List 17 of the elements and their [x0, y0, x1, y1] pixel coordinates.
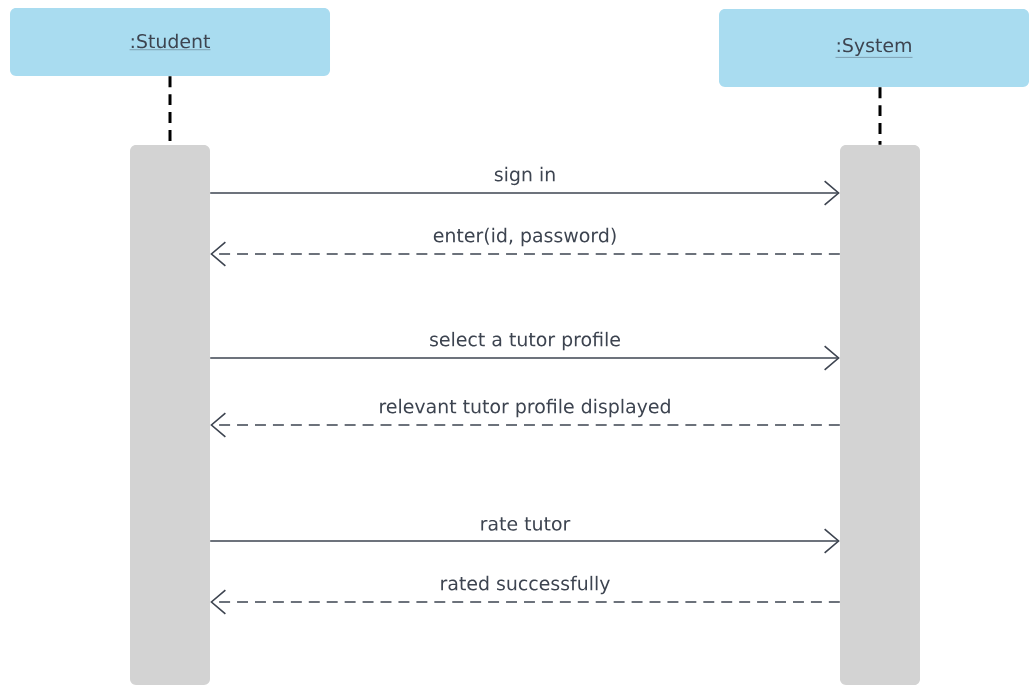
message-arrow [209, 180, 840, 206]
lifeline [878, 87, 882, 145]
lifeline-header: :Student [10, 8, 330, 76]
edge-label: select a tutor profile [428, 330, 622, 352]
edge-label: rated successfully [438, 574, 612, 596]
message-arrow [210, 241, 841, 267]
edge-label: relevant tutor profile displayed [377, 397, 673, 419]
edge-label: enter(id, password) [431, 226, 619, 248]
edge-label: rate tutor [478, 516, 572, 532]
message-arrow [210, 589, 841, 615]
activation-bar [840, 145, 920, 685]
lifeline-header: :System [719, 9, 1029, 87]
edge-label: sign in [492, 165, 558, 187]
message-arrow [209, 345, 840, 371]
activation-bar [130, 145, 210, 685]
message-arrow [210, 412, 841, 438]
message-arrow [209, 528, 840, 554]
